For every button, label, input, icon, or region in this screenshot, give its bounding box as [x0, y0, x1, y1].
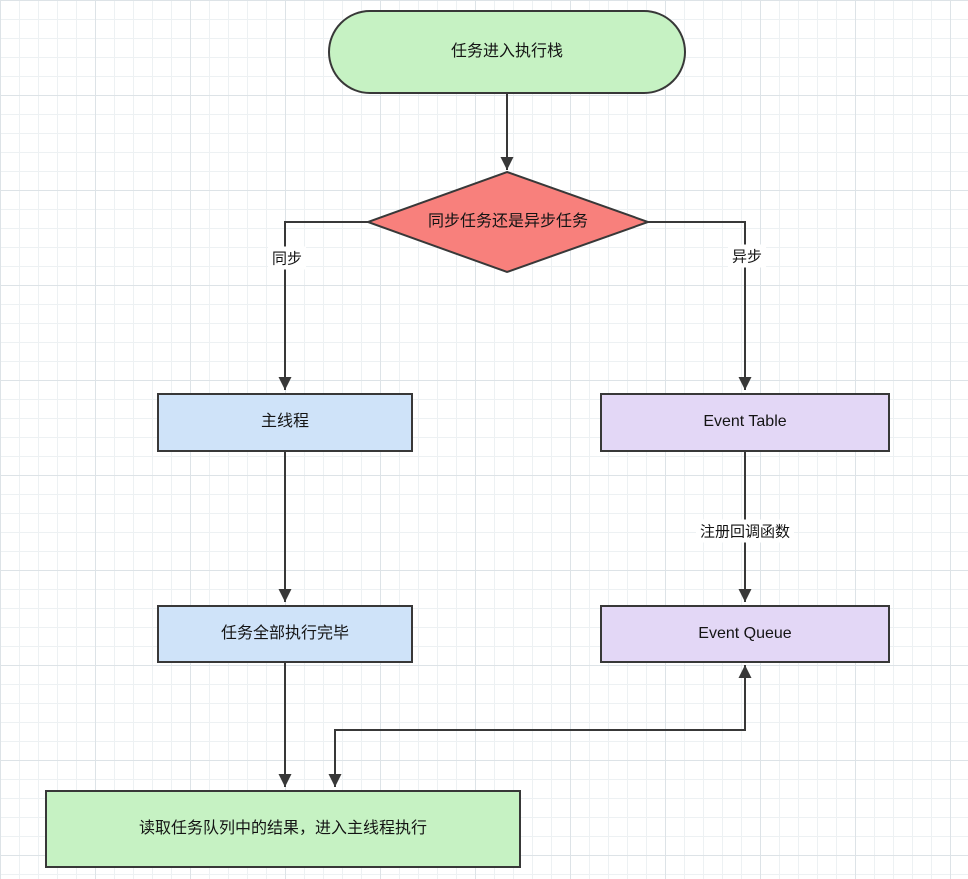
node-tasks-done-label: 任务全部执行完毕: [220, 624, 349, 642]
edge-event-queue-read-result: [328, 665, 752, 787]
node-start-label: 任务进入执行栈: [450, 42, 563, 60]
node-tasks-done: 任务全部执行完毕: [157, 605, 413, 663]
node-decision: 同步任务还是异步任务: [368, 172, 648, 272]
node-event-queue: Event Queue: [600, 605, 890, 663]
node-main-thread-label: 主线程: [260, 413, 309, 431]
edge-decision-to-main-thread: [278, 221, 368, 390]
edge-label-async: 异步: [727, 244, 767, 268]
node-read-result: 读取任务队列中的结果，进入主线程执行: [45, 790, 521, 868]
node-event-table: Event Table: [600, 393, 890, 452]
edge-label-sync: 同步: [267, 246, 307, 270]
node-event-table-label: Event Table: [703, 413, 787, 431]
node-start: 任务进入执行栈: [328, 10, 686, 94]
node-read-result-label: 读取任务队列中的结果，进入主线程执行: [138, 819, 427, 837]
edge-label-register-callback: 注册回调函数: [695, 519, 795, 543]
node-decision-label: 同步任务还是异步任务: [427, 212, 588, 230]
edge-decision-to-event-table: [648, 221, 752, 390]
node-main-thread: 主线程: [157, 393, 413, 452]
decision-diamond-shape: [365, 170, 651, 274]
node-event-queue-label: Event Queue: [698, 624, 792, 642]
